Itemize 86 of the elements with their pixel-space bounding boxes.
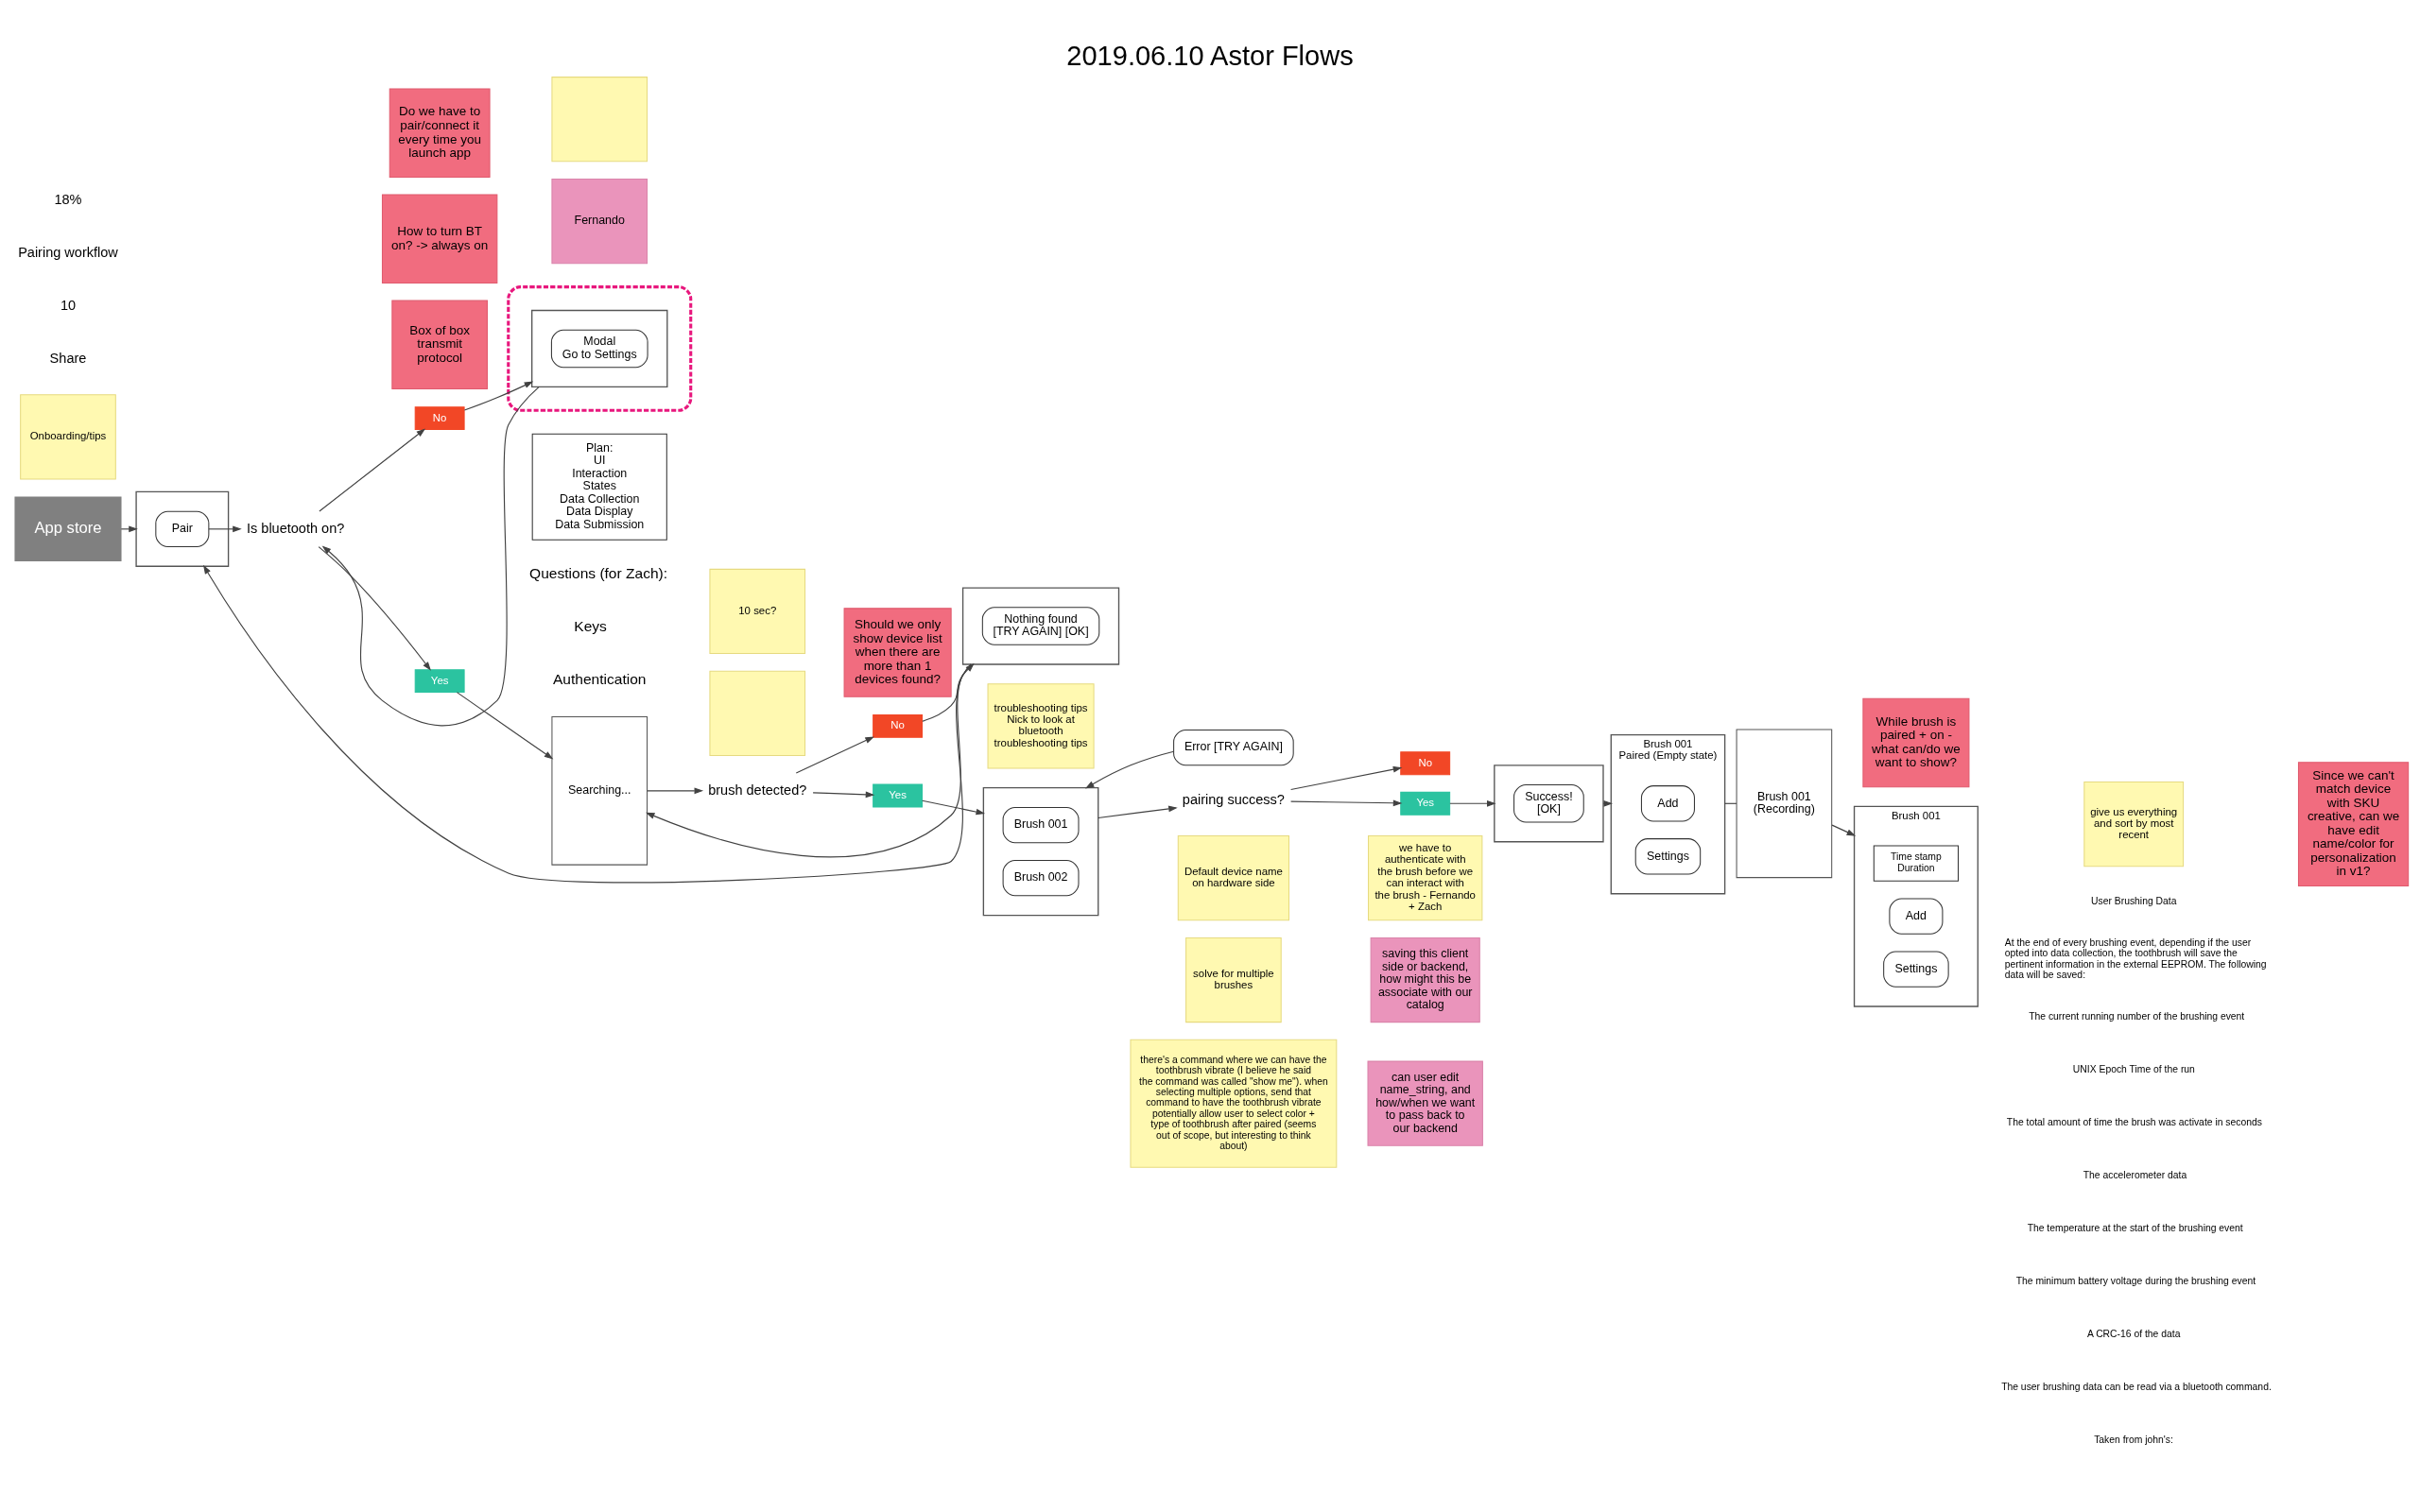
node-box: Yes (414, 668, 465, 693)
arrow (1449, 799, 1496, 807)
node-box: App store (14, 496, 122, 561)
node-box: 10 sec? (709, 568, 806, 654)
node-box: Since we can't match device with SKU creative, can we have edit name/color for personalization in v1? (2297, 761, 2410, 886)
label: Keys (574, 617, 607, 634)
node-box: Add (1640, 784, 1695, 821)
cluster (961, 586, 1120, 665)
node-box: Error [TRY AGAIN] (1173, 729, 1294, 765)
diagram-title: 2019.06.10 Astor Flows (1066, 40, 1354, 71)
arrow (647, 786, 704, 794)
node-box: Brush 001 (1002, 806, 1080, 843)
node-box: Settings (1634, 837, 1702, 874)
node-box: Brush 002 (1002, 859, 1080, 896)
arrow (321, 386, 540, 726)
node-box: Brush 001 (Recording) (1736, 728, 1833, 878)
node-box: give us everything and sort by most recent (2083, 781, 2185, 867)
label: User Brushing Data (2091, 895, 2177, 906)
arrow (1098, 805, 1178, 818)
cluster (531, 309, 668, 387)
label: Questions (for Zach): (529, 564, 668, 581)
arrow (1084, 750, 1175, 789)
node-box: we have to authenticate with the brush before we can interact with the brush - Fernando + Zach (1368, 834, 1483, 920)
node-box: Settings (1883, 950, 1949, 988)
arrow (319, 428, 426, 512)
arrow (202, 564, 972, 883)
label: The accelerometer data (2083, 1169, 2187, 1180)
node-box: Yes (1400, 791, 1451, 816)
node-box: Time stamp Duration (1873, 844, 1960, 882)
arrow (318, 545, 431, 671)
label: Taken from john's: (2094, 1434, 2173, 1445)
cluster (507, 284, 693, 412)
label: Authentication (552, 670, 647, 687)
node-box: Success! [OK] (1513, 783, 1584, 822)
node-box: Modal Go to Settings (550, 329, 648, 368)
label: The temperature at the start of the brushing event (2027, 1222, 2243, 1233)
node-box: Yes (873, 783, 924, 807)
arrow (456, 691, 554, 759)
arrow (463, 381, 534, 411)
node-box: Pair (155, 510, 210, 547)
label: A CRC-16 of the data (2086, 1328, 2181, 1339)
node-box: Onboarding/tips (20, 393, 116, 479)
node-box (551, 76, 648, 162)
node-box: Do we have to pair/connect it every time you launch app (389, 88, 491, 178)
node-box: Default device name on hardware side (1177, 834, 1290, 920)
node-box: there's a command where we can have the toothbrush vibrate (I believe he said the command was called "show me"). when selecting multiple options, send that command to have the toothbrush vibrate potentially allow user to select color + type of toothbrush after paired (seems out of scope, but interesting to think about) (1130, 1039, 1338, 1168)
node-box: saving this client side or backend, how might this be associate with our catalog (1370, 936, 1480, 1022)
node-box: Add (1889, 897, 1944, 935)
arrow (1831, 824, 1857, 836)
label: Share (49, 350, 87, 366)
node-text: brush detected? (708, 782, 807, 798)
label: The total amount of time the brush was activate in seconds (2006, 1116, 2262, 1127)
label: The minimum battery voltage during the brushing event (2015, 1275, 2256, 1286)
node-text: pairing success? (1182, 791, 1285, 807)
arrow (812, 791, 875, 798)
label: At the end of every brushing event, depending if the user opted into data collection, the toothbrush will save the pertinent information in the external EEPROM. The following data will be saved: (2004, 936, 2267, 980)
arrow (795, 735, 874, 774)
node-box: While brush is paired + on - what can/do we want to show? (1862, 697, 1970, 787)
label: The user brushing data can be read via a bluetooth command. (2001, 1381, 2272, 1392)
label: UNIX Epoch Time of the run (2072, 1063, 2195, 1074)
label: Pairing workflow (18, 244, 118, 260)
arrow (208, 525, 242, 532)
node-box: Fernando (551, 178, 648, 264)
cluster (982, 786, 1099, 916)
node-box: No (414, 405, 465, 430)
label: The current running number of the brushing event (2029, 1010, 2245, 1022)
arrow (1290, 799, 1403, 806)
node-box: troubleshooting tips Nick to look at bluetooth troubleshooting tips (987, 682, 1095, 768)
arrow (922, 799, 986, 815)
arrow (1290, 765, 1403, 790)
node-box: solve for multiple brushes (1185, 936, 1282, 1022)
node-box: No (1400, 750, 1451, 775)
cluster (135, 490, 230, 567)
node-box: Nothing found [TRY AGAIN] [OK] (981, 606, 1100, 645)
label: 10 (60, 297, 77, 313)
node-box: Box of box transmit protocol (391, 300, 488, 389)
node-box: Plan: UI Interaction States Data Collection Data Display Data Submission (531, 433, 667, 541)
label: 18% (54, 191, 82, 207)
node-box: How to turn BT on? -> always on (381, 194, 498, 284)
node-box: can user edit name_string, and how/when we want to pass back to our backend (1367, 1060, 1483, 1146)
node-box (709, 670, 806, 756)
arrow (645, 662, 972, 857)
node-box: No (873, 713, 924, 738)
node-text: Is bluetooth on? (247, 520, 345, 536)
node-box: Should we only show device list when there are more than 1 devices found? (843, 607, 952, 697)
node-box: Searching... (551, 715, 648, 866)
